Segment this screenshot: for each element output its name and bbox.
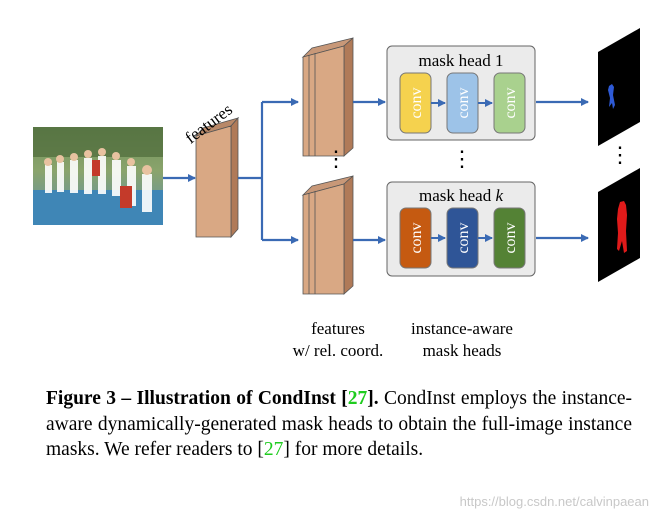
citation-link[interactable]: 27 bbox=[347, 388, 368, 409]
output-mask-1 bbox=[598, 28, 640, 146]
citation-link[interactable]: 27 bbox=[263, 439, 284, 460]
mask-head-k-title: mask head k bbox=[419, 186, 503, 205]
rel-coord-features-label: features w/ rel. coord. bbox=[268, 318, 408, 362]
ellipsis-masks: ⋮ bbox=[609, 142, 631, 167]
rel-coord-feature-top bbox=[301, 37, 354, 157]
input-photo bbox=[33, 127, 163, 225]
mask-heads-label-line1: instance-aware bbox=[411, 319, 513, 338]
caption-body: CondInst employs the instance-aware dyna… bbox=[46, 388, 632, 460]
rel-coord-features-label-line2: w/ rel. coord. bbox=[292, 341, 384, 360]
mask-head-1: mask head 1 conv conv conv bbox=[386, 45, 536, 141]
mask-heads-label: instance-aware mask heads bbox=[392, 318, 532, 362]
watermark: https://blog.csdn.net/calvinpaean bbox=[459, 494, 649, 509]
rel-coord-features-label-line1: features bbox=[311, 319, 365, 338]
caption-lead: Figure 3 – Illustration of CondInst [27]… bbox=[46, 388, 379, 409]
figure-caption: Figure 3 – Illustration of CondInst [27]… bbox=[46, 388, 632, 460]
ellipsis-features: ⋮ bbox=[325, 146, 347, 171]
conv-label-1-1: conv bbox=[408, 87, 425, 118]
mask-head-1-title: mask head 1 bbox=[419, 51, 504, 70]
ellipsis-heads: ⋮ bbox=[451, 146, 473, 171]
rel-coord-feature-bottom bbox=[301, 175, 354, 295]
conv-label-k-3: conv bbox=[502, 222, 519, 253]
conv-block-k-3 bbox=[493, 207, 526, 269]
conv-label-1-3: conv bbox=[502, 87, 519, 118]
backbone-feature-block bbox=[194, 116, 240, 239]
mask-heads-label-line2: mask heads bbox=[422, 341, 502, 360]
output-mask-k bbox=[598, 168, 640, 282]
condinst-diagram: features ⋮ ⋮ ⋮ mask head 1 conv conv c bbox=[33, 28, 640, 295]
conv-label-1-2: conv bbox=[455, 87, 472, 118]
conv-block-1-3 bbox=[493, 72, 526, 134]
conv-label-k-2: conv bbox=[455, 222, 472, 253]
split-connector bbox=[238, 98, 299, 244]
conv-label-k-1: conv bbox=[408, 222, 425, 253]
mask-head-k: mask head k conv conv conv bbox=[386, 181, 536, 277]
